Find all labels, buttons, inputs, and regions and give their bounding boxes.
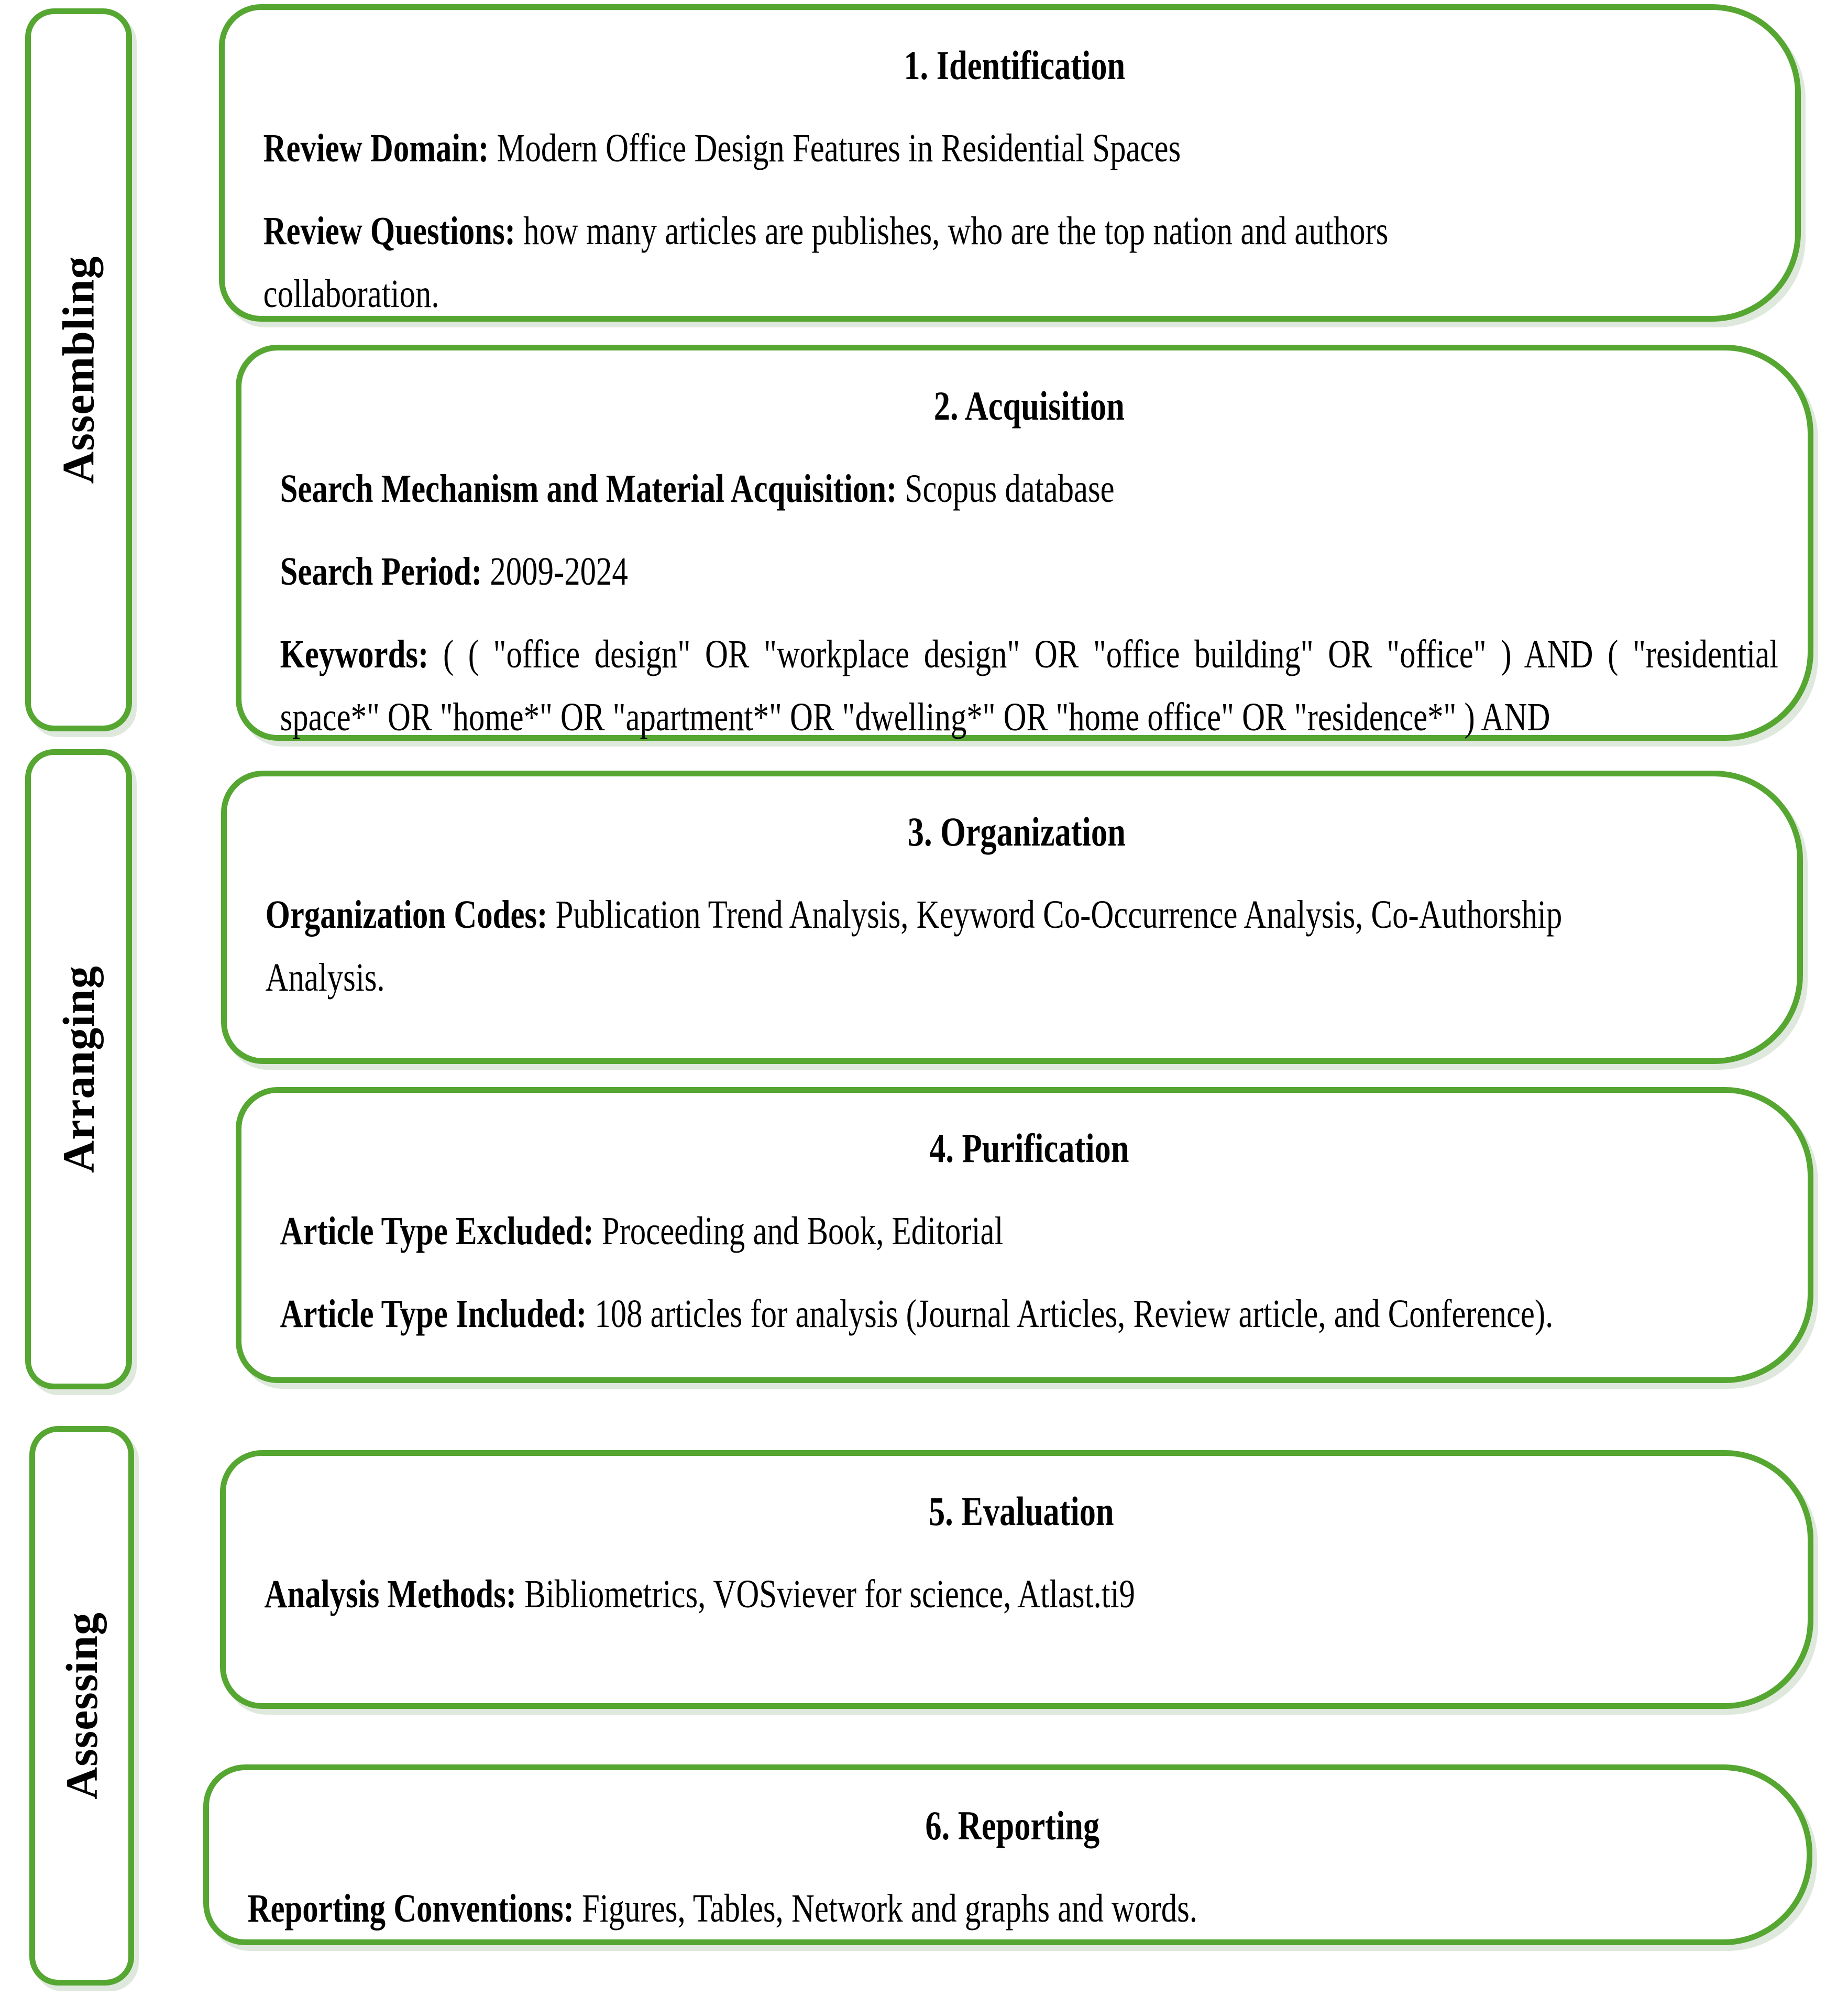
step-title: 5. Evaluation <box>928 1488 1114 1534</box>
step-title: 3. Organization <box>907 809 1126 854</box>
field-label: Review Domain: <box>263 126 489 170</box>
stage-box-arranging: Arranging <box>25 749 132 1389</box>
field-value: 2009-2024 <box>490 550 628 594</box>
stage-box-assembling: Assembling <box>25 8 132 731</box>
step-content: 3. Organization Organization Codes: Publ… <box>227 776 1797 1028</box>
stage-box-assessing: Assessing <box>29 1426 134 1986</box>
field-label: Reporting Conventions: <box>247 1887 574 1931</box>
stage-label-assessing: Assessing <box>57 1612 107 1800</box>
field-value: Modern Office Design Features in Residen… <box>497 126 1181 170</box>
field-review-questions: Review Questions: how many articles are … <box>263 200 1766 325</box>
field-label: Search Period: <box>280 550 482 594</box>
field-label: Review Questions: <box>263 209 515 253</box>
field-reporting-conventions: Reporting Conventions: Figures, Tables, … <box>248 1877 1777 1940</box>
field-article-type-excluded: Article Type Excluded: Proceeding and Bo… <box>280 1200 1778 1263</box>
step-title: 1. Identification <box>904 42 1126 88</box>
field-keywords: Keywords: ( ( "office design" OR "workpl… <box>280 623 1778 749</box>
field-label: Article Type Excluded: <box>280 1209 594 1253</box>
field-value: 108 articles for analysis (Journal Artic… <box>595 1292 1554 1336</box>
field-value: Publication Trend Analysis, Keyword Co-O… <box>265 893 1563 1000</box>
field-review-domain: Review Domain: Modern Office Design Feat… <box>263 117 1766 180</box>
field-search-period: Search Period: 2009-2024 <box>280 540 1778 603</box>
step-content: 2. Acquisition Search Mechanism and Mate… <box>241 350 1808 767</box>
field-article-type-included: Article Type Included: 108 articles for … <box>280 1282 1778 1345</box>
step-content: 1. Identification Review Domain: Modern … <box>225 10 1795 344</box>
field-analysis-methods: Analysis Methods: Bibliometrics, VOSviev… <box>265 1563 1778 1626</box>
step-content: 6. Reporting Reporting Conventions: Figu… <box>209 1770 1807 1959</box>
field-search-mechanism: Search Mechanism and Material Acquisitio… <box>280 457 1778 520</box>
step-content: 4. Purification Article Type Excluded: P… <box>241 1093 1808 1364</box>
field-label: Keywords: <box>280 632 429 676</box>
step-content: 5. Evaluation Analysis Methods: Bibliome… <box>226 1456 1808 1644</box>
field-label: Search Mechanism and Material Acquisitio… <box>280 467 897 511</box>
field-value: Figures, Tables, Network and graphs and … <box>582 1887 1197 1931</box>
step-title: 6. Reporting <box>925 1803 1100 1848</box>
field-value: Bibliometrics, VOSviever for science, At… <box>524 1572 1135 1616</box>
field-value: ( ( "office design" OR "workplace design… <box>280 632 1779 739</box>
field-label: Article Type Included: <box>280 1292 587 1336</box>
step-box-purification: 4. Purification Article Type Excluded: P… <box>236 1087 1813 1383</box>
step-box-acquisition: 2. Acquisition Search Mechanism and Mate… <box>236 345 1813 741</box>
step-title: 2. Acquisition <box>933 383 1125 429</box>
field-label: Analysis Methods: <box>264 1572 516 1616</box>
step-box-evaluation: 5. Evaluation Analysis Methods: Bibliome… <box>220 1450 1813 1709</box>
field-value: Scopus database <box>905 467 1115 511</box>
step-title: 4. Purification <box>929 1125 1129 1171</box>
field-label: Organization Codes: <box>265 893 548 937</box>
step-box-identification: 1. Identification Review Domain: Modern … <box>219 4 1801 322</box>
field-organization-codes: Organization Codes: Publication Trend An… <box>266 883 1768 1009</box>
step-box-reporting: 6. Reporting Reporting Conventions: Figu… <box>203 1764 1812 1945</box>
field-value: Proceeding and Book, Editorial <box>601 1209 1004 1253</box>
field-value: how many articles are publishes, who are… <box>263 209 1389 316</box>
stage-label-assembling: Assembling <box>53 256 104 484</box>
stage-label-arranging: Arranging <box>53 966 104 1173</box>
step-box-organization: 3. Organization Organization Codes: Publ… <box>221 771 1803 1064</box>
